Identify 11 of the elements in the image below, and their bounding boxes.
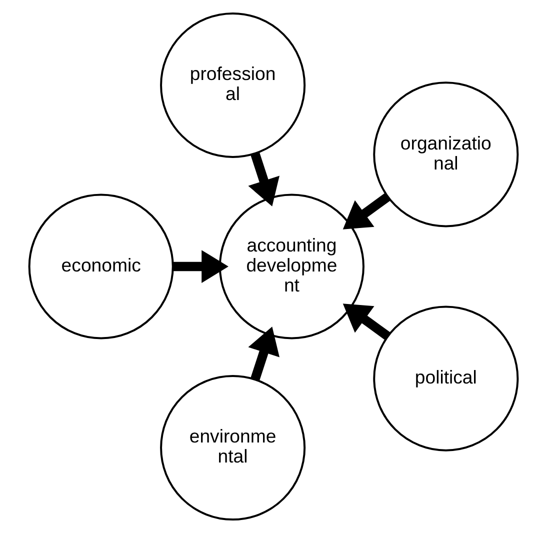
node-circle: accounting developme nt: [218, 194, 364, 340]
node-circle: environme ntal: [160, 375, 306, 521]
arrow: [342, 304, 390, 340]
node-circle: organizatio nal: [373, 82, 519, 228]
arrow: [342, 193, 390, 230]
arrow: [248, 326, 280, 381]
arrow: [248, 152, 280, 206]
node-circle: profession al: [160, 12, 306, 158]
arrow: [173, 250, 228, 283]
node-circle: economic: [28, 194, 174, 340]
node-circle: political: [373, 306, 519, 452]
